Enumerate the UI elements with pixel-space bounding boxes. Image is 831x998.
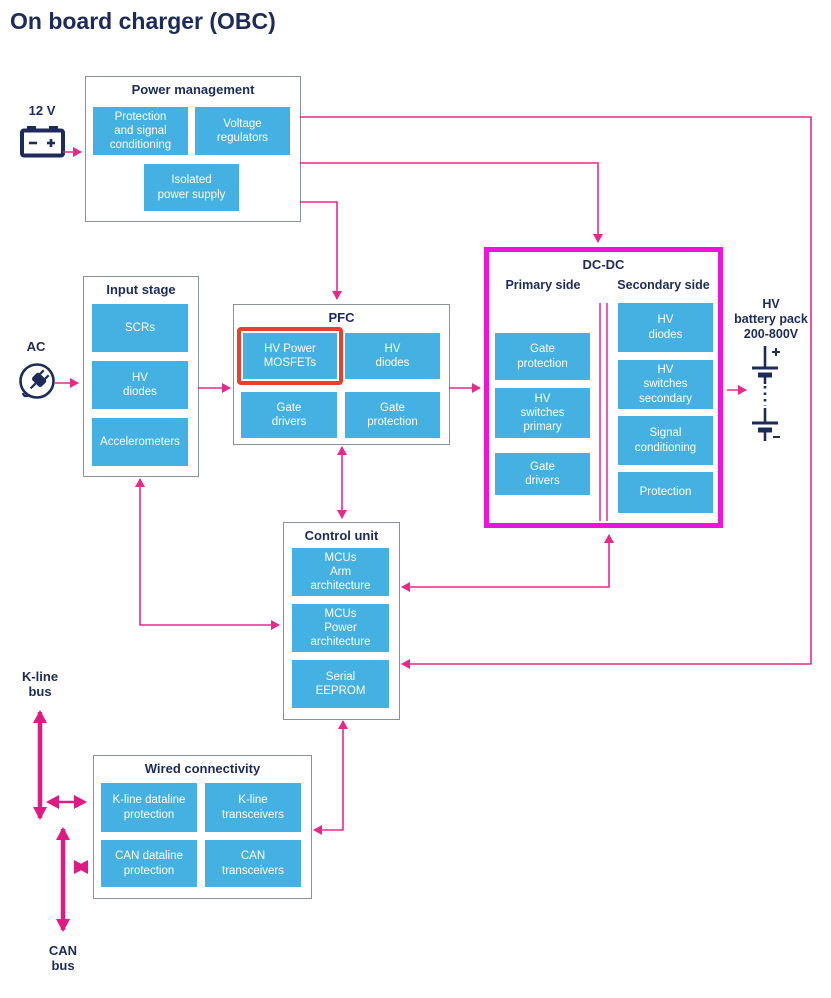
wired-connectivity-title: Wired connectivity bbox=[144, 761, 261, 776]
chip-hv-switches-secondary: HV switches secondary bbox=[618, 360, 713, 409]
chip-hv-power-mosfets: HV Power MOSFETs bbox=[243, 333, 337, 379]
hv-power-mosfets-highlight: HV Power MOSFETs bbox=[237, 327, 343, 385]
chip-hv-switches-primary: HV switches primary bbox=[495, 388, 590, 438]
dcdc-title: DC-DC bbox=[582, 257, 625, 272]
chip-signal-conditioning: Signal conditioning bbox=[618, 416, 713, 465]
dcdc-block: DC-DC Primary side Secondary side Gate p… bbox=[484, 247, 723, 528]
chip-dcdc-protection: Protection bbox=[618, 472, 713, 513]
page-title: On board charger (OBC) bbox=[10, 8, 276, 34]
battery-12v-icon bbox=[20, 126, 65, 158]
chip-mcus-power: MCUs Power architecture bbox=[292, 604, 389, 652]
chip-voltage-regulators: Voltage regulators bbox=[195, 107, 290, 155]
chip-scrs: SCRs bbox=[92, 304, 188, 352]
chip-protection-signal-conditioning: Protection and signal conditioning bbox=[93, 107, 188, 155]
wire-control-unit-wired-connectivity bbox=[313, 720, 348, 835]
chip-can-dataline-protection: CAN dataline protection bbox=[101, 840, 197, 887]
input-stage-title: Input stage bbox=[106, 282, 176, 297]
chip-input-hv-diodes: HV diodes bbox=[92, 361, 188, 409]
pfc-title: PFC bbox=[328, 310, 355, 325]
chip-mcus-arm: MCUs Arm architecture bbox=[292, 548, 389, 596]
dcdc-primary-side-label: Primary side bbox=[505, 278, 581, 292]
control-unit-title: Control unit bbox=[304, 528, 379, 543]
wire-control-unit-dcdc bbox=[401, 534, 614, 592]
power-management-title: Power management bbox=[131, 82, 255, 97]
control-unit-block: Control unit MCUs Arm architecture MCUs … bbox=[283, 522, 400, 720]
chip-pfc-gate-protection: Gate protection bbox=[345, 392, 440, 438]
chip-pfc-hv-diodes: HV diodes bbox=[345, 333, 440, 379]
hv-battery-pack-label: HV battery pack 200-800V bbox=[734, 297, 808, 341]
chip-serial-eeprom: Serial EEPROM bbox=[292, 660, 389, 708]
chip-kline-transceivers: K-line transceivers bbox=[205, 783, 301, 832]
chip-kline-dataline-protection: K-line dataline protection bbox=[101, 783, 197, 832]
aux-battery-label: 12 V bbox=[28, 103, 56, 118]
wire-control-unit-input-stage bbox=[135, 478, 280, 630]
chip-pfc-gate-drivers: Gate drivers bbox=[241, 392, 337, 438]
chip-can-transceivers: CAN transceivers bbox=[205, 840, 301, 887]
chip-dcdc-gate-protection: Gate protection bbox=[495, 333, 590, 380]
input-stage-block: Input stage SCRs HV diodes Accelerometer… bbox=[83, 276, 199, 477]
can-bus-label: CAN bus bbox=[48, 943, 78, 973]
ac-label: AC bbox=[26, 339, 46, 354]
hv-battery-stack-icon bbox=[752, 346, 780, 441]
dcdc-secondary-side-label: Secondary side bbox=[617, 278, 710, 292]
pfc-block: PFC HV Power MOSFETs HV diodes Gate driv… bbox=[233, 304, 450, 445]
wire-power-management-to-pfc bbox=[300, 201, 342, 300]
chip-accelerometers: Accelerometers bbox=[92, 418, 188, 466]
wired-connectivity-block: Wired connectivity K-line dataline prote… bbox=[93, 755, 312, 899]
chip-dcdc-gate-drivers: Gate drivers bbox=[495, 453, 590, 495]
ac-plug-icon bbox=[19, 363, 55, 399]
chip-dcdc-hv-diodes: HV diodes bbox=[618, 303, 713, 352]
wire-power-management-to-dcdc bbox=[300, 162, 603, 243]
chip-isolated-power-supply: Isolated power supply bbox=[144, 164, 239, 211]
power-management-block: Power management Protection and signal c… bbox=[85, 76, 301, 222]
kline-bus-label: K-line bus bbox=[21, 669, 59, 699]
